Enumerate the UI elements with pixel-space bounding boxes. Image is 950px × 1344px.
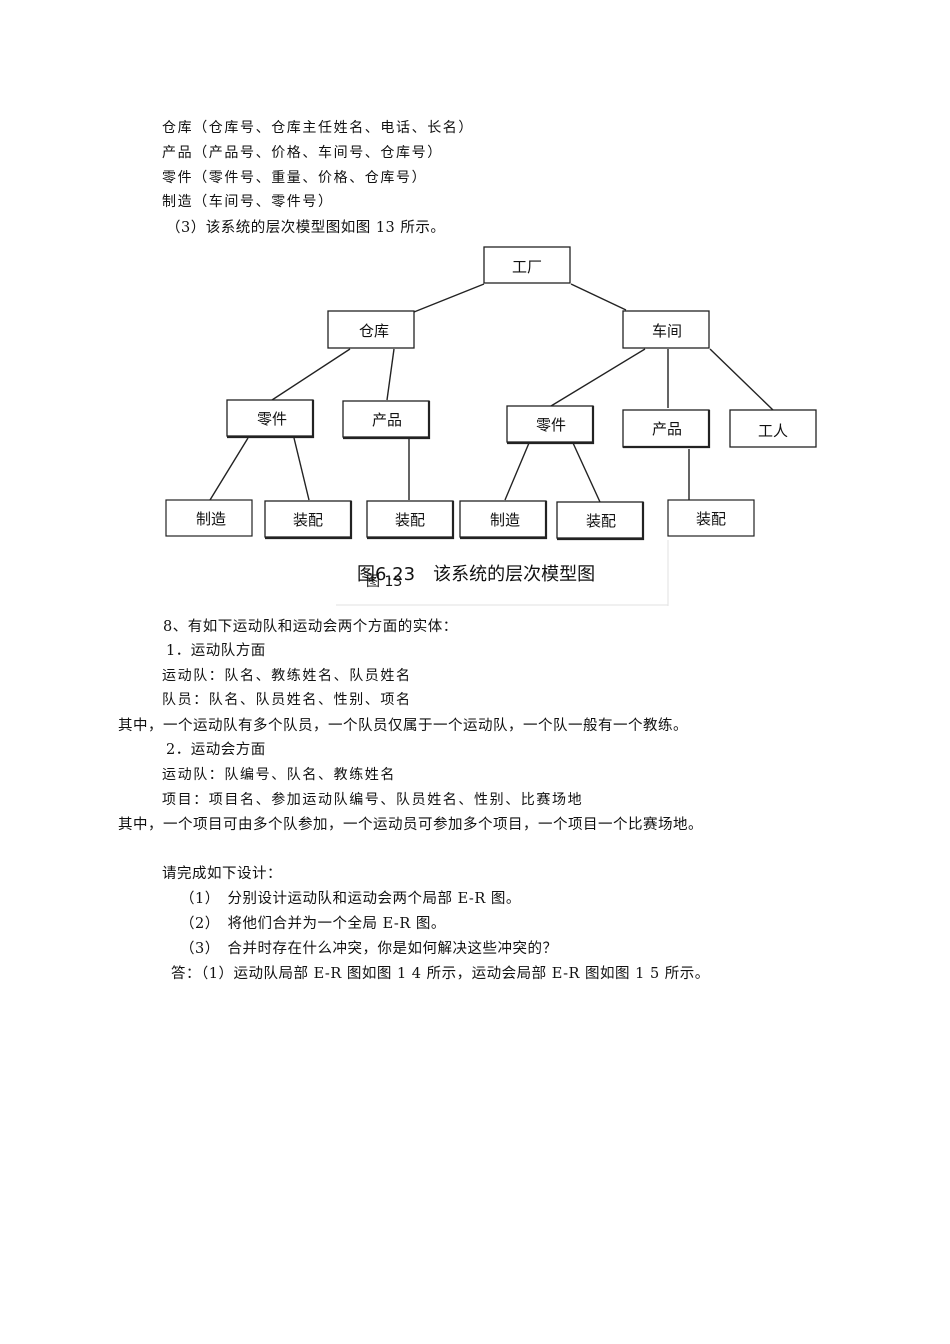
edge-spart-manufacture — [504, 442, 530, 501]
node-warehouse-part-label: 零件 — [257, 410, 287, 428]
question8-part2-line-2: 项目：项目名、参加运动队编号、队员姓名、性别、比赛场地 — [162, 792, 584, 808]
node-manufacture-1-label: 制造 — [196, 510, 226, 528]
diagram-caption: 图6.23 该系统的层次模型图 — [357, 564, 595, 585]
node-assembly-4-box — [667, 499, 755, 537]
edge-factory-warehouse — [413, 283, 485, 313]
node-warehouse-box — [327, 310, 415, 349]
edge-spart-assembly — [572, 442, 601, 503]
entity-line-manufacture: 制造（车间号、零件号） — [162, 194, 334, 210]
node-manufacture-2-box — [459, 500, 547, 538]
task-1: （1） 分别设计运动队和运动会两个局部 E-R 图。 — [180, 891, 521, 907]
node-workshop-product-label: 产品 — [652, 420, 682, 438]
question8-intro: 8、有如下运动队和运动会两个方面的实体： — [163, 619, 458, 635]
node-worker-label: 工人 — [758, 422, 788, 440]
edge-workshop-worker — [709, 348, 774, 411]
node-worker-box — [729, 409, 817, 448]
node-assembly-3-box — [556, 501, 644, 539]
node-factory-label: 工厂 — [512, 258, 542, 276]
answer-1: 答：（1）运动队局部 E-R 图如图 1 4 所示，运动会局部 E-R 图如图 … — [171, 966, 710, 982]
question8-part2-title: 2．运动会方面 — [166, 742, 266, 758]
entity-line-warehouse: 仓库（仓库号、仓库主任姓名、电话、长名） — [162, 120, 474, 136]
node-manufacture-2-label: 制造 — [490, 511, 520, 529]
question8-part1-title: 1．运动队方面 — [166, 643, 266, 659]
node-workshop-label: 车间 — [652, 322, 682, 340]
entity-line-product: 产品（产品号、价格、车间号、仓库号） — [162, 145, 443, 161]
node-assembly-1-box — [264, 500, 352, 538]
entity-line-part: 零件（零件号、重量、价格、仓库号） — [162, 170, 428, 186]
node-warehouse-product-label: 产品 — [372, 411, 402, 429]
edge-warehouse-part — [271, 348, 351, 401]
node-warehouse-part-box — [226, 399, 314, 437]
node-assembly-1-label: 装配 — [293, 511, 323, 529]
question8-part2-line-1: 运动队：队编号、队名、教练姓名 — [162, 767, 396, 783]
node-assembly-2-label: 装配 — [395, 511, 425, 529]
node-workshop-part-label: 零件 — [536, 416, 566, 434]
task-2: （2） 将他们合并为一个全局 E-R 图。 — [180, 916, 446, 932]
node-workshop-box — [622, 310, 710, 349]
hierarchy-diagram: 工厂 仓库 车间 零件 产品 零件 产品 工人 制造 装配 装配 制造 装配 装… — [165, 246, 817, 606]
edge-factory-workshop — [570, 283, 627, 311]
node-warehouse-label: 仓库 — [359, 322, 389, 340]
edge-workshop-part — [550, 348, 646, 407]
node-assembly-4-label: 装配 — [696, 510, 726, 528]
diagram-intro-text: （3）该系统的层次模型图如图 13 所示。 — [166, 220, 446, 236]
diagram-caption-figure-number: 图 13 — [366, 574, 402, 590]
edge-warehouse-product — [386, 348, 395, 401]
task-3: （3） 合并时存在什么冲突，你是如何解决这些冲突的？ — [180, 941, 558, 957]
question8-part1-line-1: 运动队：队名、教练姓名、队员姓名 — [162, 668, 412, 684]
edge-part-assembly — [293, 437, 310, 501]
node-warehouse-product-box — [342, 400, 430, 438]
node-assembly-3-label: 装配 — [586, 512, 616, 530]
question8-part2-note: 其中，一个项目可由多个队参加，一个运动员可参加多个项目，一个项目一个比赛场地。 — [118, 817, 703, 833]
node-factory-box — [483, 246, 571, 284]
question8-part1-line-2: 队员：队名、队员姓名、性别、项名 — [162, 692, 412, 708]
edge-part-manufacture — [209, 437, 249, 501]
question8-part1-note: 其中，一个运动队有多个队员，一个队员仅属于一个运动队，一个队一般有一个教练。 — [118, 718, 688, 734]
node-manufacture-1-box — [165, 499, 253, 537]
task-intro: 请完成如下设计： — [162, 866, 282, 882]
